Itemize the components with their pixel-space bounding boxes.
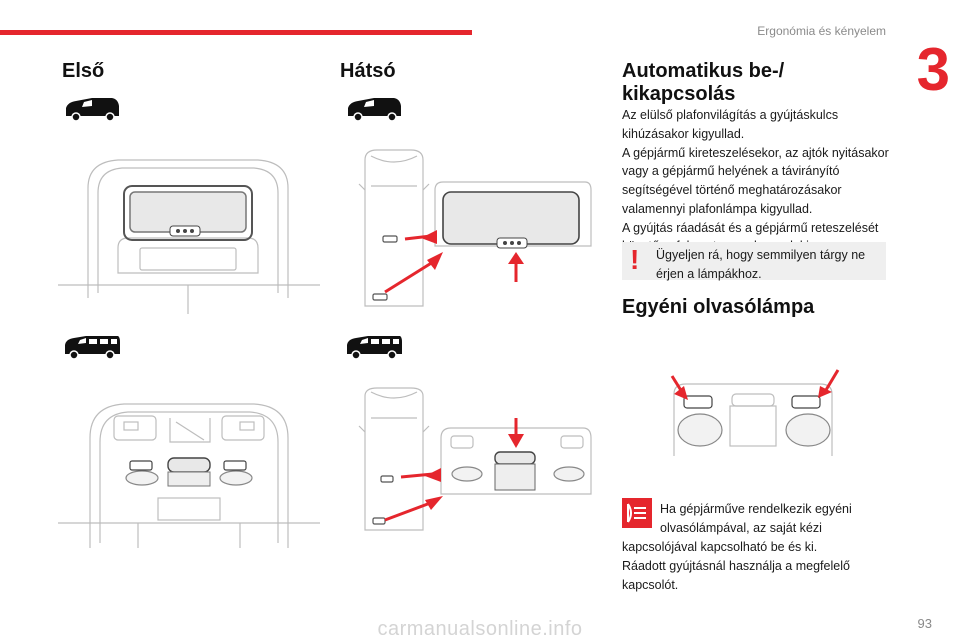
rear-heading: Hátsó bbox=[340, 60, 396, 82]
warning-box bbox=[622, 242, 886, 280]
reading-lamp-icon bbox=[622, 498, 652, 528]
van-icon-front bbox=[66, 98, 119, 122]
van-icon-rear bbox=[348, 98, 401, 122]
automatic-paragraph: Az elülső plafonvilágítás a gyújtáskulcs… bbox=[622, 106, 892, 256]
chapter-number: 3 bbox=[916, 36, 950, 103]
reading-text-indented: Ha gépjárműve rendelkezik egyéni olvasól… bbox=[660, 500, 890, 538]
front-heading: Első bbox=[62, 60, 105, 82]
automatic-line-2: kihúzásakor kigyullad. bbox=[622, 126, 745, 141]
front-ceiling-console-illustration bbox=[58, 403, 320, 548]
front-ceiling-lamp-illustration bbox=[58, 159, 320, 314]
warning-line-1: Ügyeljen rá, hogy semmilyen tárgy ne bbox=[656, 248, 866, 262]
warning-text: Ügyeljen rá, hogy semmilyen tárgy ne érj… bbox=[656, 246, 878, 284]
reading-heading: Egyéni olvasólámpa bbox=[622, 296, 815, 318]
page-number: 93 bbox=[917, 616, 932, 631]
automatic-heading: Automatikus be-/ kikapcsolás bbox=[622, 60, 784, 106]
reading-line-2: olvasólámpával, az saját kézi bbox=[660, 520, 822, 535]
rear-ceiling-lamp-illustration bbox=[358, 149, 592, 307]
automatic-line-1: Az elülső plafonvilágítás a gyújtáskulcs bbox=[622, 108, 839, 122]
automatic-line-6: valamennyi plafonlámpa kigyullad. bbox=[622, 201, 813, 216]
minibus-icon-rear bbox=[347, 336, 402, 360]
reading-text: kapcsolójával kapcsolható be és ki. Ráad… bbox=[622, 538, 892, 594]
reading-line-1: Ha gépjárműve rendelkezik egyéni bbox=[660, 502, 852, 516]
automatic-line-3: A gépjármű kireteszelésekor, az ajtók ny… bbox=[622, 145, 889, 160]
watermark: carmanualsonline.info bbox=[377, 618, 583, 640]
reading-line-4: Ráadott gyújtásnál használja a megfelelő bbox=[622, 558, 850, 573]
warning-icon: ! bbox=[630, 244, 640, 275]
automatic-line-5: segítségével történő meghatározásakor bbox=[622, 183, 842, 197]
automatic-line-7: A gyújtás ráadását és a gépjármű retesze… bbox=[622, 220, 879, 235]
reading-lamp-illustration bbox=[670, 369, 840, 456]
automatic-heading-line1: Automatikus be-/ bbox=[622, 60, 785, 82]
header-red-bar bbox=[0, 30, 472, 35]
reading-line-5: kapcsolót. bbox=[622, 577, 679, 592]
automatic-line-4: vagy a gépjármű helyének a távirányító bbox=[622, 164, 840, 179]
automatic-heading-line2: kikapcsolás bbox=[622, 83, 736, 105]
minibus-icon-front bbox=[65, 336, 120, 360]
warning-line-2: érjen a lámpákhoz. bbox=[656, 266, 762, 281]
reading-line-3: kapcsolójával kapcsolható be és ki. bbox=[622, 540, 818, 554]
rear-ceiling-console-illustration bbox=[358, 387, 592, 531]
section-title: Ergonómia és kényelem bbox=[757, 24, 886, 38]
